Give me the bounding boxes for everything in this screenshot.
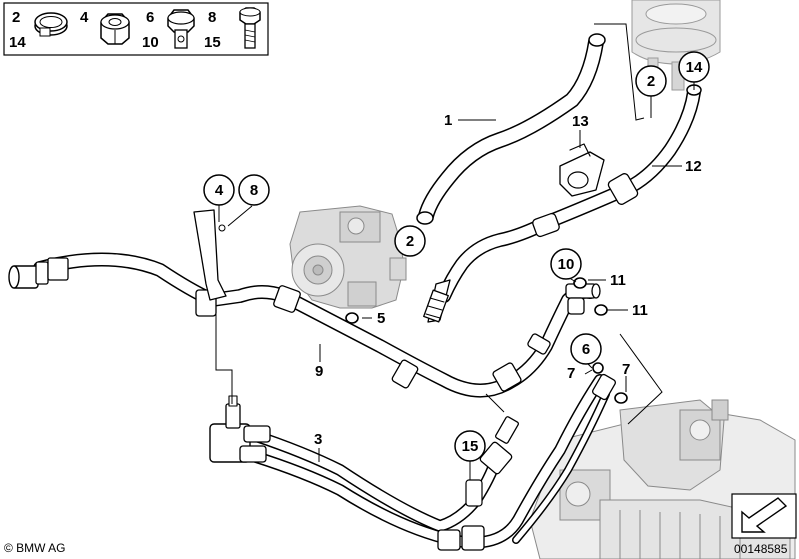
bracket-4-8 (193, 209, 227, 301)
hex-nut-icon (100, 13, 130, 45)
callout-14: 14 (686, 59, 703, 76)
callout-11-lower: 11 (632, 302, 648, 319)
legend-box: 2 14 4 6 10 8 15 (3, 2, 269, 56)
legend-item-4: 4 (80, 9, 89, 26)
callout-2-pump: 2 (406, 233, 414, 250)
callout-15: 15 (462, 438, 479, 455)
hex-bolt-icon (239, 7, 261, 49)
callout-2-reservoir: 2 (647, 73, 655, 90)
steering-gear (529, 399, 796, 559)
legend-item-6: 6 (146, 9, 154, 26)
hose-clamp-icon (34, 12, 68, 37)
hose-clip-13 (559, 143, 605, 197)
legend-item-14: 14 (9, 34, 26, 51)
legend-item-8: 8 (208, 9, 216, 26)
callout-6: 6 (582, 341, 590, 358)
callout-13: 13 (572, 113, 589, 130)
hoses (8, 33, 702, 551)
legend-item-10: 10 (142, 34, 159, 51)
pressure-hose-9 (8, 252, 601, 398)
callout-5: 5 (377, 310, 385, 327)
diagram-number: 00148585 (734, 542, 788, 556)
power-steering-pump (289, 205, 407, 309)
callout-4: 4 (215, 182, 224, 199)
return-hose-12 (423, 84, 702, 323)
seal-rings (345, 277, 628, 404)
suction-hose-1 (416, 33, 606, 225)
callouts: 1 2 2 3 4 8 5 6 7 7 9 10 11 11 12 13 14 … (203, 51, 710, 462)
return-line-3 (209, 373, 616, 551)
callout-9: 9 (315, 363, 323, 380)
callout-8: 8 (250, 182, 258, 199)
callout-12: 12 (685, 158, 702, 175)
orientation-arrow-icon (731, 493, 797, 539)
callout-7-left: 7 (567, 365, 575, 382)
callout-11-upper: 11 (610, 272, 626, 289)
legend-item-15: 15 (204, 34, 221, 51)
banjo-bolt-icon (167, 9, 195, 49)
copyright-text: © BMW AG (4, 541, 66, 555)
callout-10: 10 (558, 256, 575, 273)
power-steering-reservoir (631, 0, 721, 91)
callout-3: 3 (314, 431, 322, 448)
legend-item-2: 2 (12, 9, 20, 26)
callout-1: 1 (444, 112, 452, 129)
callout-7-right: 7 (622, 361, 630, 378)
